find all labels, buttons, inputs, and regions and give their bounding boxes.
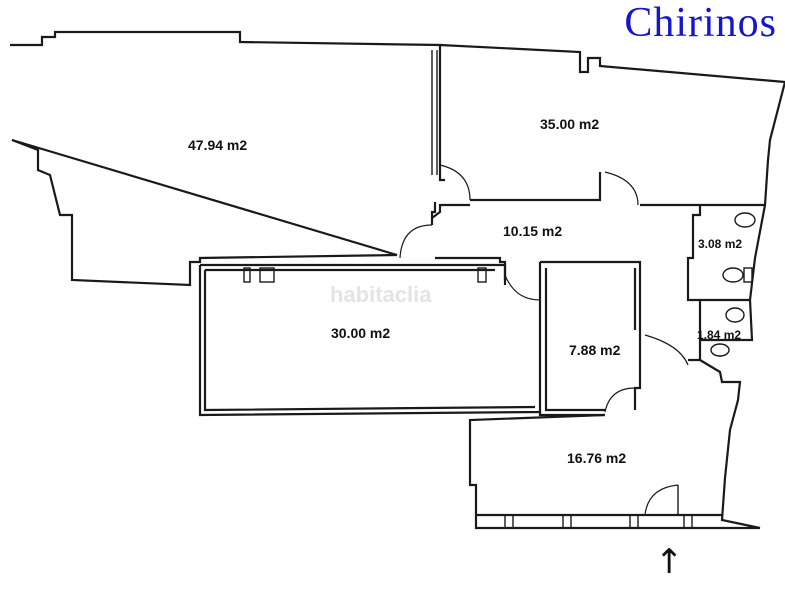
toilet-tank-icon	[743, 267, 753, 283]
entrance-door	[644, 484, 679, 516]
facade-pillar-3	[629, 514, 639, 529]
door-hall-left	[399, 224, 433, 259]
entrance-arrow-icon: ↑	[655, 542, 684, 582]
wall-bath-1	[686, 204, 767, 302]
column-3	[477, 267, 487, 283]
wall-room-2	[439, 43, 785, 207]
room-area-label: 1.84 m2	[697, 328, 741, 342]
wall-room-1	[10, 30, 445, 287]
wall-room-4	[538, 262, 642, 417]
column-2	[259, 267, 275, 283]
sink-icon	[734, 212, 756, 228]
toilet-icon	[722, 267, 744, 283]
wall-room-3	[198, 263, 542, 417]
room-area-label: 47.94 m2	[188, 137, 247, 153]
door-room-4	[604, 387, 636, 413]
room-area-label: 16.76 m2	[567, 450, 626, 466]
facade-pillar-2	[562, 514, 572, 529]
brand-title: Chirinos	[624, 0, 777, 46]
wall-room-5	[468, 359, 761, 530]
wall-hall	[430, 203, 642, 330]
column	[243, 267, 251, 283]
door-hall-room3	[504, 274, 541, 301]
room-area-label: 3.08 m2	[698, 237, 742, 251]
room-area-label: 35.00 m2	[540, 116, 599, 132]
facade-pillar-4	[683, 514, 693, 529]
toilet-icon-2	[725, 307, 745, 323]
door-hall-top	[604, 171, 639, 206]
room-area-label: 7.88 m2	[569, 342, 621, 358]
room-area-label: 30.00 m2	[331, 325, 390, 341]
wall-room-2-lower	[470, 172, 700, 207]
door-room-2	[439, 164, 471, 201]
facade-pillar	[504, 514, 514, 529]
room-area-label: 10.15 m2	[503, 223, 562, 239]
watermark: habitaclia	[330, 282, 432, 307]
sink-icon-2	[710, 343, 730, 357]
door-room-4-side	[644, 334, 689, 366]
